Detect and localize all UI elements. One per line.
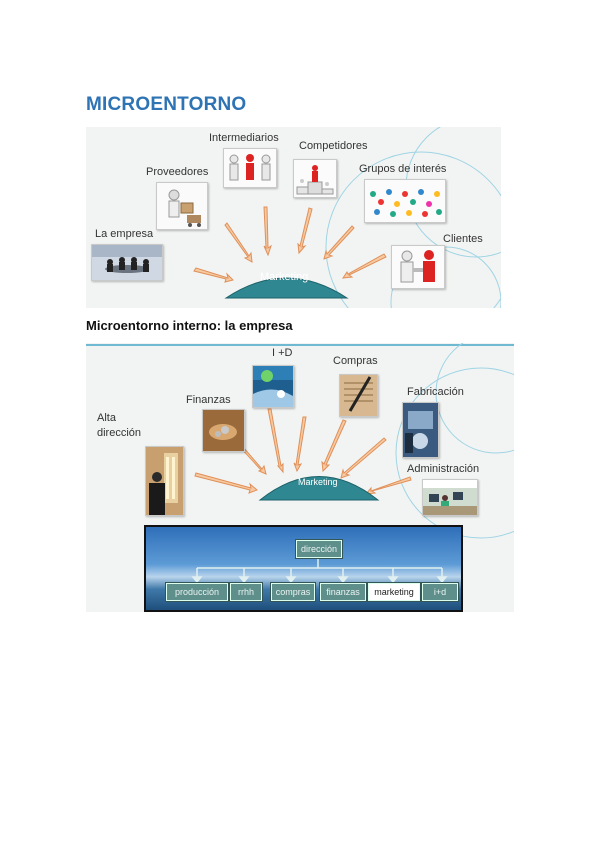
purchases-image bbox=[339, 374, 378, 417]
label-clientes: Clientes bbox=[443, 233, 483, 245]
arrow-id bbox=[267, 408, 284, 474]
arrow-grupos bbox=[323, 225, 355, 260]
finance-image bbox=[202, 409, 245, 452]
org-box-rrhh: rrhh bbox=[230, 583, 262, 601]
arrow-administracion bbox=[364, 476, 412, 495]
arrow-empresa bbox=[193, 267, 234, 283]
rd-image bbox=[252, 365, 294, 408]
marketing-label: Marketing bbox=[260, 271, 309, 283]
label-finanzas: Finanzas bbox=[186, 394, 231, 406]
org-box-direccion: dirección bbox=[296, 540, 342, 558]
arrow-intermediarios bbox=[263, 206, 272, 257]
microentorno-interno-diagram: Marketing Alta dirección Finanzas I +D C… bbox=[86, 343, 514, 612]
arrow-clientes bbox=[341, 253, 387, 279]
org-box-marketing: marketing bbox=[368, 583, 420, 601]
page-title: MICROENTORNO bbox=[86, 94, 247, 115]
administration-image bbox=[422, 479, 478, 516]
org-chart-connectors bbox=[191, 558, 448, 584]
supplier-image bbox=[156, 182, 208, 230]
arrow-proveedores bbox=[224, 222, 253, 263]
label-la-empresa: La empresa bbox=[95, 228, 154, 240]
clients-image bbox=[391, 245, 445, 289]
arrow-alta-direccion bbox=[194, 472, 258, 494]
arrow-compras-1 bbox=[293, 416, 307, 473]
label-intermediarios: Intermediarios bbox=[209, 132, 279, 144]
org-box-i-d: i+d bbox=[422, 583, 458, 601]
label-grupos-de-interes: Grupos de interés bbox=[359, 163, 447, 175]
executive-image bbox=[145, 446, 184, 516]
label-administracion: Administración bbox=[407, 463, 480, 475]
marketing-dome bbox=[224, 277, 349, 299]
intermediaries-image bbox=[223, 148, 277, 188]
section-subtitle: Microentorno interno: la empresa bbox=[86, 318, 293, 333]
microentorno-diagram: Marketing La empresa Proveedores Interme… bbox=[86, 127, 501, 308]
label-alta: Alta bbox=[97, 412, 116, 424]
label-competidores: Competidores bbox=[299, 140, 368, 152]
interest-groups-image bbox=[364, 179, 446, 223]
manufacturing-image bbox=[402, 402, 439, 458]
label-direccion: dirección bbox=[97, 427, 142, 439]
marketing-dome bbox=[258, 476, 380, 501]
competitors-image bbox=[293, 159, 337, 198]
org-chart: dirección producción rrhh compras finanz… bbox=[144, 525, 463, 612]
label-i-d: I +D bbox=[272, 347, 293, 359]
marketing-label: Marketing bbox=[298, 477, 338, 487]
arrow-compras-2 bbox=[321, 419, 347, 473]
label-compras: Compras bbox=[333, 355, 378, 367]
org-box-finanzas: finanzas bbox=[320, 583, 366, 601]
label-fabricacion: Fabricación bbox=[407, 386, 464, 398]
label-proveedores: Proveedores bbox=[146, 166, 209, 178]
org-box-produccion: producción bbox=[166, 583, 228, 601]
arrow-competidores bbox=[297, 207, 313, 255]
meeting-image bbox=[91, 244, 163, 281]
org-box-compras: compras bbox=[271, 583, 315, 601]
diagram-decoration bbox=[193, 127, 501, 308]
arrow-fabricacion bbox=[340, 437, 387, 479]
